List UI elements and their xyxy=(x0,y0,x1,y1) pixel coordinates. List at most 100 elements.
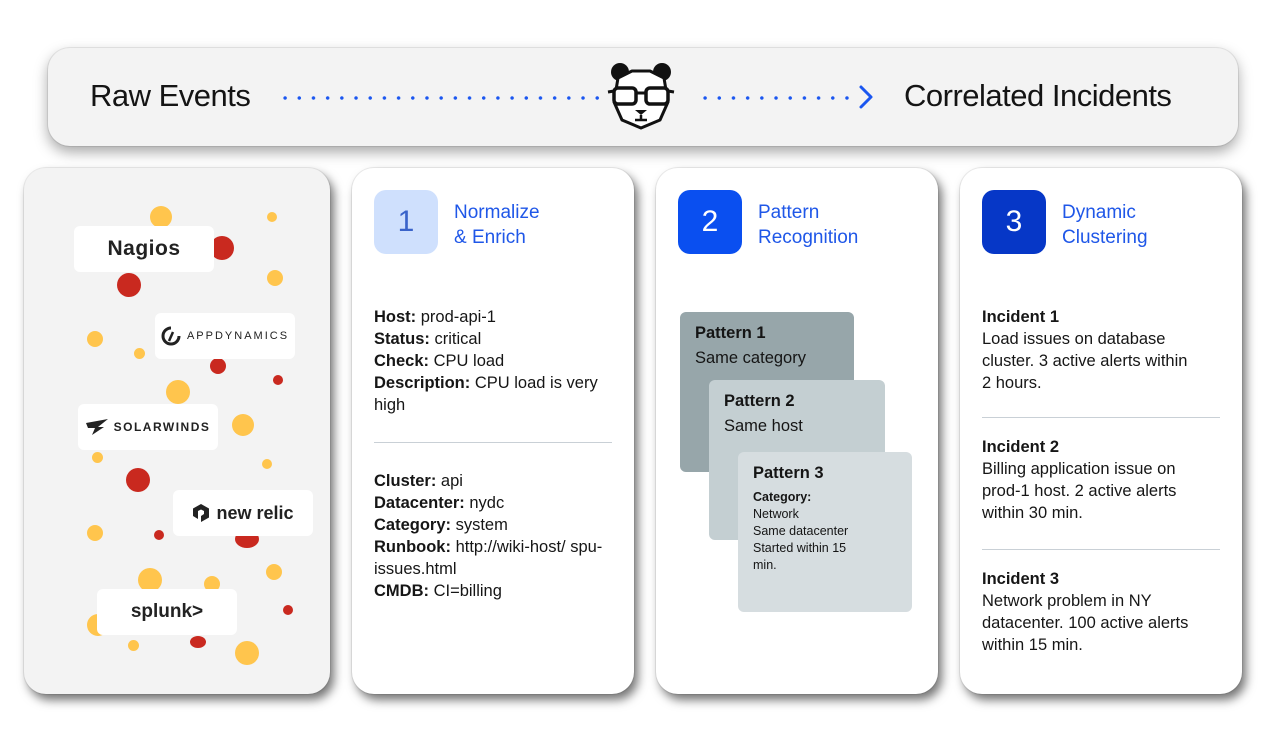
pattern-desc-line: Network xyxy=(753,507,799,521)
field-value: CI=billing xyxy=(429,582,502,600)
pattern-title: Pattern 2 xyxy=(724,392,795,410)
incident-desc: Network problem in NY datacenter. 100 ac… xyxy=(982,592,1189,654)
splunk-logo-text: splunk> xyxy=(130,601,204,622)
field-key: Description: xyxy=(374,374,471,392)
event-dot xyxy=(204,576,220,592)
field-key: Runbook: xyxy=(374,538,451,556)
incident-title: Incident 2 xyxy=(982,438,1060,456)
field-value: system xyxy=(451,516,508,534)
new-relic-logo: new relic xyxy=(173,490,313,536)
event-dot xyxy=(210,358,226,374)
event-dot xyxy=(266,564,282,580)
pattern-desc-line: Same datacenter xyxy=(753,524,849,538)
event-dot xyxy=(235,641,259,665)
solarwinds-mark-icon xyxy=(85,419,108,435)
event-dot xyxy=(210,236,234,260)
nagios-logo: Nagios xyxy=(74,226,214,272)
event-dot xyxy=(273,375,283,385)
field-value: api xyxy=(436,472,463,490)
field-value: nydc xyxy=(464,494,505,512)
step-title: Normalize & Enrich xyxy=(454,202,540,248)
dotted-connector-left xyxy=(278,96,608,100)
field-row: Check: CPU load xyxy=(374,350,604,372)
new-relic-mark-icon xyxy=(193,504,210,522)
enriched-fields: Cluster: api Datacenter: nydc Category: … xyxy=(374,470,614,602)
correlated-incidents-label: Correlated Incidents xyxy=(904,78,1172,113)
pattern-desc: Same host xyxy=(724,417,803,435)
field-key: Cluster: xyxy=(374,472,437,490)
step-card-dynamic-clustering: 3 Dynamic Clustering Incident 1 Load iss… xyxy=(960,168,1242,694)
event-dot xyxy=(92,452,103,463)
event-dot xyxy=(138,568,162,592)
new-relic-logo-text: new relic xyxy=(216,502,294,523)
field-row: Description: CPU load is very high xyxy=(374,372,604,416)
chevron-right-icon xyxy=(859,85,873,109)
event-dot xyxy=(267,212,277,222)
pattern-desc: Same category xyxy=(695,349,806,367)
event-dot xyxy=(128,640,139,651)
field-row: Cluster: api xyxy=(374,470,614,492)
step-number-badge: 2 xyxy=(678,190,742,254)
event-dot xyxy=(190,636,206,648)
divider xyxy=(982,417,1220,418)
raw-events-label: Raw Events xyxy=(90,78,251,113)
event-dot xyxy=(154,530,164,540)
step-card-pattern-recognition: 2 Pattern Recognition Pattern 1 Same cat… xyxy=(656,168,938,694)
incident-item: Incident 1 Load issues on database clust… xyxy=(982,306,1232,394)
field-value: prod-api-1 xyxy=(416,308,496,326)
pipeline-header: Raw Events Correlated Incidents xyxy=(48,48,1238,146)
field-value: critical xyxy=(429,330,482,348)
incident-title: Incident 1 xyxy=(982,308,1060,326)
event-dot xyxy=(232,414,254,436)
field-row: Datacenter: nydc xyxy=(374,492,614,514)
appdynamics-logo: APPDYNAMICS xyxy=(155,313,295,359)
field-value: http://wiki-host/ spu-issues.html xyxy=(374,538,603,578)
event-dot xyxy=(87,331,103,347)
field-key: Status: xyxy=(374,330,430,348)
pattern-desc-key: Category: xyxy=(753,490,812,504)
field-row: CMDB: CI=billing xyxy=(374,580,614,602)
event-dot xyxy=(126,468,150,492)
incident-item: Incident 3 Network problem in NY datacen… xyxy=(982,568,1232,656)
solarwinds-logo-text: SOLARWINDS xyxy=(113,420,211,434)
field-key: CMDB: xyxy=(374,582,429,600)
appdynamics-logo-text: APPDYNAMICS xyxy=(186,330,290,342)
step-number-badge: 1 xyxy=(374,190,438,254)
field-row: Host: prod-api-1 xyxy=(374,306,604,328)
pattern-card: Pattern 3 Category: Network Same datacen… xyxy=(738,452,912,612)
incident-desc: Load issues on database cluster. 3 activ… xyxy=(982,330,1188,392)
event-dot xyxy=(134,348,145,359)
pattern-desc: Category: Network Same datacenter Starte… xyxy=(753,489,897,574)
field-key: Host: xyxy=(374,308,417,326)
event-dot xyxy=(150,206,172,228)
event-dot xyxy=(262,459,272,469)
field-key: Datacenter: xyxy=(374,494,465,512)
field-row: Runbook: http://wiki-host/ spu-issues.ht… xyxy=(374,536,614,580)
step-number-badge: 3 xyxy=(982,190,1046,254)
divider xyxy=(374,442,612,443)
incident-desc: Billing application issue on prod-1 host… xyxy=(982,460,1177,522)
bear-glasses-logo-icon xyxy=(607,63,675,130)
pattern-desc-line: Started within 15 min. xyxy=(753,541,847,572)
incident-title: Incident 3 xyxy=(982,570,1060,588)
step-title: Dynamic Clustering xyxy=(1062,202,1148,248)
appdynamics-mark-icon xyxy=(161,326,181,346)
dotted-connector-right xyxy=(698,96,858,100)
field-row: Category: system xyxy=(374,514,614,536)
event-dot xyxy=(283,605,293,615)
event-dot xyxy=(87,525,103,541)
field-key: Category: xyxy=(374,516,452,534)
event-dot xyxy=(267,270,283,286)
step-title: Pattern Recognition xyxy=(758,202,859,248)
event-dot xyxy=(166,380,190,404)
solarwinds-logo: SOLARWINDS xyxy=(78,404,218,450)
field-value: CPU load is very high xyxy=(374,374,598,414)
step-card-normalize-enrich: 1 Normalize & Enrich Host: prod-api-1 St… xyxy=(352,168,634,694)
splunk-logo: splunk> xyxy=(97,589,237,635)
event-dot xyxy=(117,273,141,297)
field-value: CPU load xyxy=(429,352,505,370)
nagios-logo-text: Nagios xyxy=(107,237,181,260)
field-row: Status: critical xyxy=(374,328,604,350)
divider xyxy=(982,549,1220,550)
field-key: Check: xyxy=(374,352,430,370)
